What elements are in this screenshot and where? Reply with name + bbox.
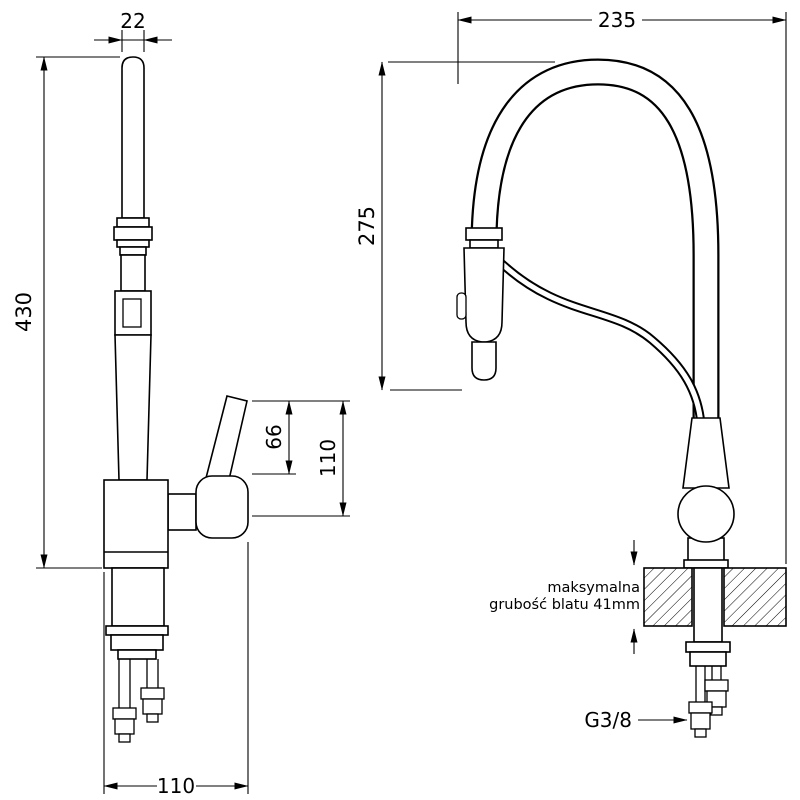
- faucet-base: [103, 479, 169, 569]
- threaded-shank: [111, 567, 165, 627]
- countertop-note-line2: grubość blatu 41mm: [489, 597, 640, 613]
- spout-collar-rings: [113, 217, 153, 256]
- ball-joint: [677, 485, 735, 543]
- faucet-body: [677, 417, 735, 569]
- thread-size-label: G3/8: [584, 708, 632, 732]
- body-window: [122, 298, 142, 328]
- spray-button: [456, 292, 467, 320]
- right-faucet-dimensions: 235 275 maksymalna grubość blatu 41mm G3…: [355, 8, 787, 732]
- handle-lever: [205, 395, 248, 485]
- hose-connector: [140, 687, 165, 723]
- mounting-hardware: [105, 625, 169, 660]
- riser-tube: [120, 254, 146, 292]
- total-height-dimension: 430: [12, 292, 36, 332]
- left-faucet-dimensions: 22 430 66 110 110: [12, 9, 350, 798]
- hose-connector: [112, 707, 137, 743]
- spout-reach-dimension: 235: [598, 8, 636, 32]
- countertop-cross-section: [643, 567, 787, 627]
- supply-hoses: [112, 659, 165, 743]
- countertop-note-line1: maksymalna: [547, 580, 640, 596]
- spout-height-dimension: 275: [355, 206, 379, 246]
- hose-connector: [688, 701, 713, 738]
- valve-body: [195, 475, 249, 539]
- threaded-shank: [693, 567, 723, 643]
- spout-pipe: [121, 56, 145, 219]
- supply-hoses: [688, 666, 729, 738]
- handle-offset-dimension: 66: [262, 424, 286, 449]
- valve-neck: [167, 493, 197, 531]
- spray-head: [456, 227, 505, 381]
- spray-nozzle: [471, 341, 497, 381]
- spout-width-dimension: 22: [120, 9, 145, 33]
- right-faucet-front-view: [456, 58, 787, 738]
- mounting-hardware: [685, 641, 731, 667]
- base-width-dimension: 110: [157, 774, 195, 798]
- left-faucet-side-view: [103, 56, 249, 743]
- handle-height-dimension: 110: [316, 439, 340, 477]
- lower-column: [114, 334, 152, 481]
